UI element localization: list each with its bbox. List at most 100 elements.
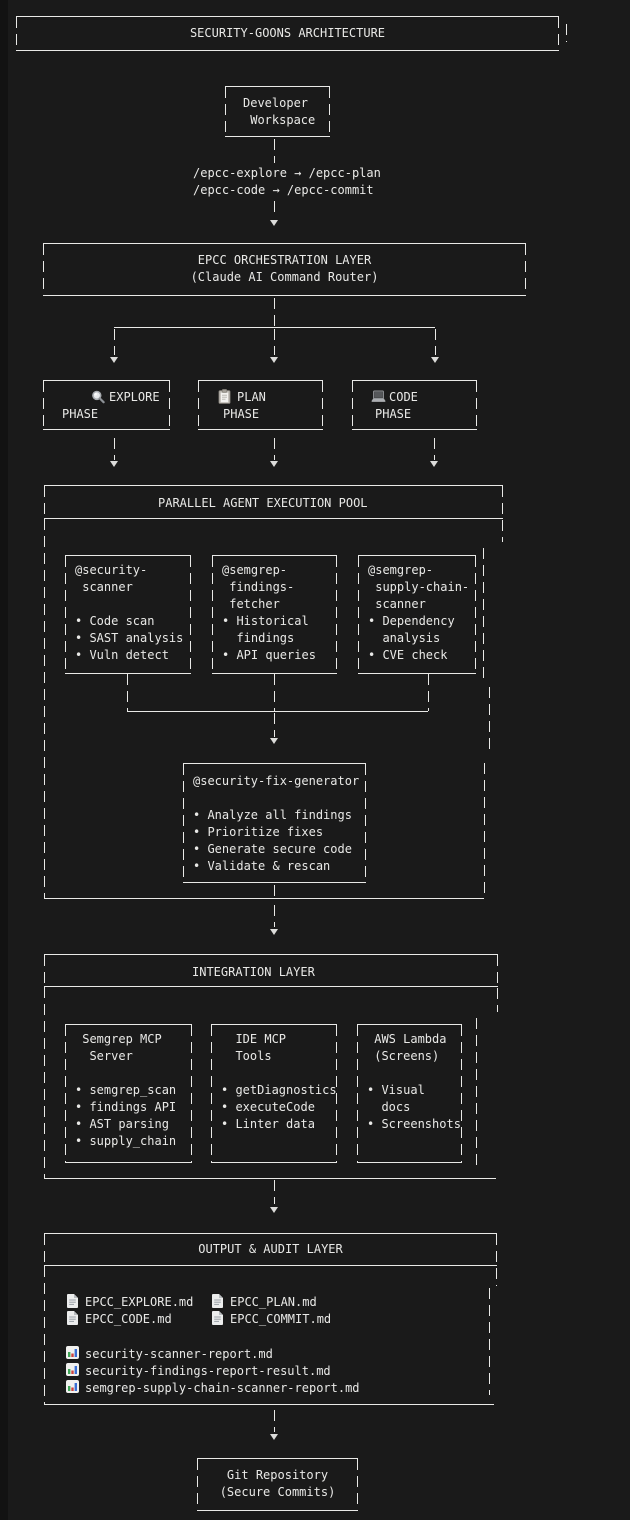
connector-integration-to-output — [274, 1180, 275, 1204]
plan-phase-box — [198, 380, 323, 430]
arrow-down-icon — [270, 929, 278, 935]
arrow-down-icon — [270, 461, 278, 467]
code-phase-box — [352, 380, 477, 430]
orchestration-layer-box — [43, 243, 526, 296]
output-report-label: security-scanner-report.md — [85, 1347, 273, 1361]
connector-output-to-git — [274, 1410, 275, 1432]
pool-left-border — [44, 519, 45, 898]
output-title: OUTPUT & AUDIT LAYER — [198, 1242, 343, 1256]
document-icon — [211, 1310, 224, 1330]
stray-border-segment — [566, 24, 567, 42]
stray-border-segment — [496, 1268, 497, 1286]
merge-drop-right — [428, 674, 429, 711]
output-report-row: security-scanner-report.md — [66, 1345, 273, 1364]
arrow-down-icon — [270, 357, 278, 363]
connector-pool-to-integration — [274, 905, 275, 927]
connector-orchestration-stem — [274, 298, 275, 326]
output-header-box — [44, 1233, 497, 1266]
developer-workspace-label: Developer Workspace — [243, 96, 316, 127]
explore-phase-box — [43, 380, 170, 430]
connector-code-to-pool — [434, 438, 435, 460]
merge-line — [127, 711, 428, 712]
semgrep-findings-fetcher-agent-text: @semgrep- findings- fetcher • Historical… — [222, 563, 316, 662]
output-doc-label: EPCC_PLAN.md — [230, 1295, 317, 1309]
arrow-down-icon — [430, 461, 438, 467]
stray-border-segment — [489, 1288, 490, 1395]
ide-mcp-tools-text: IDE MCP Tools • getDiagnostics • execute… — [221, 1032, 337, 1131]
stray-border-segment — [484, 763, 485, 898]
semgrep-mcp-server-text: Semgrep MCP Server • semgrep_scan • find… — [75, 1032, 177, 1148]
orchestration-title: EPCC ORCHESTRATION LAYER — [197, 253, 372, 267]
pool-header-box — [44, 485, 503, 519]
code-phase-title: CODE — [389, 390, 418, 404]
connector-dev-to-commands — [274, 139, 275, 163]
output-doc-row: EPCC_CODE.md — [66, 1310, 172, 1328]
code-phase-subtitle: PHASE — [375, 407, 412, 421]
security-scanner-agent-box — [65, 555, 191, 674]
bar-chart-icon — [66, 1379, 79, 1398]
arrow-down-icon — [110, 357, 118, 363]
arrow-down-icon — [110, 461, 118, 467]
epcc-commands: /epcc-explore → /epcc-plan /epcc-code → … — [193, 166, 381, 197]
security-fix-generator-bullets: • Analyze all findings • Prioritize fixe… — [193, 808, 352, 873]
pool-bottom-border — [44, 898, 484, 899]
stray-border-segment — [483, 548, 484, 683]
bar-chart-icon — [66, 1345, 79, 1364]
plan-phase-subtitle: PHASE — [223, 407, 260, 421]
stray-border-segment — [502, 520, 503, 542]
diagram-title: SECURITY-GOONS ARCHITECTURE — [189, 26, 386, 40]
connector-fixgen-to-poolbottom — [274, 885, 275, 897]
plan-phase-title: PLAN — [237, 390, 266, 404]
clipboard-icon — [218, 389, 231, 409]
security-scanner-agent-text: @security- scanner • Code scan • SAST an… — [75, 563, 184, 662]
laptop-icon — [371, 390, 386, 408]
integration-title: INTEGRATION LAYER — [192, 965, 315, 979]
explore-phase-title: EXPLORE — [109, 390, 160, 404]
magnifier-icon — [91, 390, 105, 409]
connector-merge-to-fixgen — [274, 713, 275, 737]
output-doc-label: EPCC_EXPLORE.md — [85, 1295, 194, 1309]
output-doc-row: EPCC_COMMIT.md — [211, 1310, 332, 1330]
output-report-row: semgrep-supply-chain-scanner-report.md — [66, 1379, 360, 1398]
explore-phase-subtitle: PHASE — [62, 407, 99, 421]
output-report-label: security-findings-report-result.md — [85, 1364, 331, 1378]
semgrep-findings-fetcher-agent-box — [212, 555, 337, 674]
security-fix-generator-name: @security-fix-generator — [193, 774, 360, 788]
document-icon — [211, 1293, 224, 1313]
merge-drop-center — [274, 674, 275, 711]
semgrep-mcp-server-box — [65, 1024, 192, 1163]
output-report-label: semgrep-supply-chain-scanner-report.md — [85, 1381, 360, 1395]
connector-commands-to-orchestration — [274, 201, 275, 218]
stray-border-segment — [476, 1018, 477, 1168]
arrow-down-icon — [270, 220, 278, 226]
output-doc-label: EPCC_COMMIT.md — [230, 1312, 332, 1326]
connector-explore-to-pool — [114, 438, 115, 460]
document-icon — [66, 1293, 79, 1313]
output-report-row: security-findings-report-result.md — [66, 1362, 331, 1381]
security-fix-generator-box — [183, 763, 366, 883]
semgrep-supply-chain-scanner-agent-text: @semgrep- supply-chain- scanner • Depend… — [368, 563, 470, 662]
aws-lambda-box — [357, 1024, 462, 1163]
pool-title: PARALLEL AGENT EXECUTION POOL — [158, 496, 368, 510]
orchestration-subtitle: (Claude AI Command Router) — [190, 270, 379, 284]
branch-drop-right — [435, 329, 436, 355]
arrow-down-icon — [270, 738, 278, 744]
connector-plan-to-pool — [274, 438, 275, 460]
left-edge-strip — [0, 0, 8, 1520]
git-repository-box — [197, 1458, 358, 1511]
arrow-down-icon — [270, 1434, 278, 1440]
branch-drop-center — [274, 329, 275, 355]
title-box — [16, 16, 559, 51]
integration-left-border — [44, 987, 45, 1178]
git-repository-label: Git Repository (Secure Commits) — [219, 1468, 336, 1499]
bar-chart-icon — [66, 1362, 79, 1381]
branch-drop-left — [114, 329, 115, 355]
ide-mcp-tools-box — [211, 1024, 337, 1163]
integration-bottom-border — [44, 1178, 496, 1179]
developer-workspace-box — [225, 86, 330, 137]
output-left-border — [44, 1266, 45, 1404]
branch-line — [114, 327, 435, 328]
arrow-down-icon — [431, 357, 439, 363]
output-doc-label: EPCC_CODE.md — [85, 1312, 172, 1326]
stray-border-segment — [497, 988, 498, 1012]
